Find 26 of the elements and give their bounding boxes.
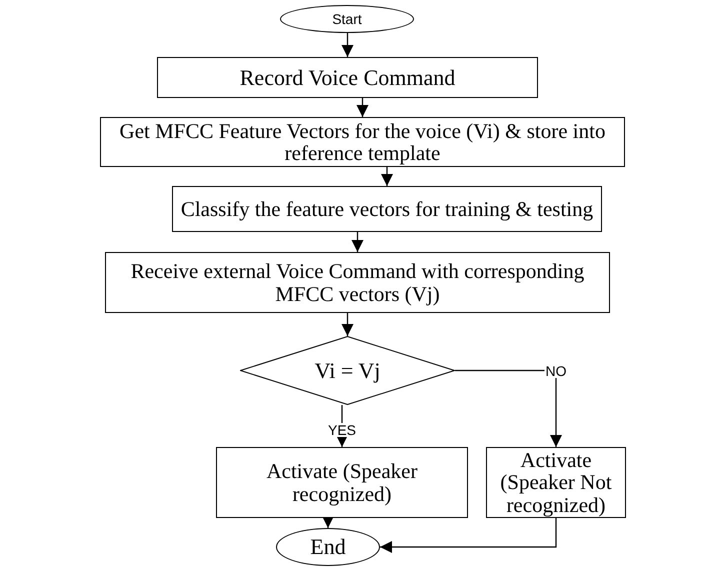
arrow — [352, 232, 364, 252]
process-box — [486, 447, 626, 518]
edge-label: NO — [544, 364, 568, 378]
process-box — [100, 117, 625, 167]
node-text: End — [310, 535, 346, 559]
node-text: Classify the feature vectors for training & testing — [180, 198, 594, 220]
process-box — [105, 252, 610, 313]
node-text: Activate (Speaker recognized) — [265, 460, 418, 505]
node-text: Receive external Voice Command with corresponding MFCC vectors (Vj) — [130, 260, 586, 305]
node-text: Start — [332, 12, 362, 26]
edge-label: YES — [327, 423, 357, 437]
node-text: Record Voice Command — [240, 66, 456, 90]
arrow — [322, 516, 334, 528]
process-box — [216, 447, 468, 518]
node-text: Get MFCC Feature Vectors for the voice (Vi) & store into reference template — [118, 120, 606, 164]
arrow — [342, 33, 354, 57]
arrow — [381, 167, 393, 186]
node-text: Activate (Speaker Not recognized) — [499, 449, 613, 516]
decision-diamond — [240, 336, 455, 405]
node-text: Vi = Vj — [314, 358, 380, 382]
process-box — [172, 186, 602, 232]
arrow — [455, 370, 562, 447]
process-box — [157, 57, 538, 98]
arrow — [380, 518, 557, 553]
arrow — [356, 98, 368, 117]
arrow — [342, 313, 354, 336]
